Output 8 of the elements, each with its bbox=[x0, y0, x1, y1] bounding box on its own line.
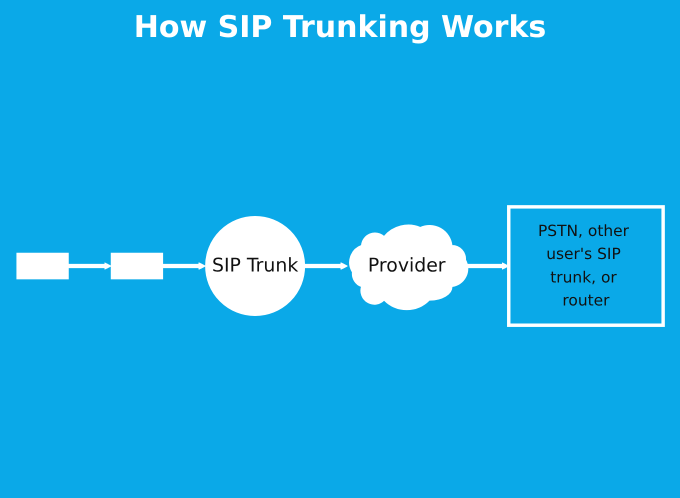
node-shape: PSTN, other user's SIP trunk, or router bbox=[507, 205, 665, 327]
node-shape: SIP Trunk bbox=[205, 216, 306, 316]
arrow bbox=[68, 262, 112, 270]
arrow bbox=[304, 262, 348, 270]
title: How SIP Trunking Works bbox=[132, 10, 548, 45]
arrow bbox=[466, 262, 510, 270]
arrow bbox=[162, 262, 206, 270]
node-shape: Provider bbox=[349, 224, 468, 310]
